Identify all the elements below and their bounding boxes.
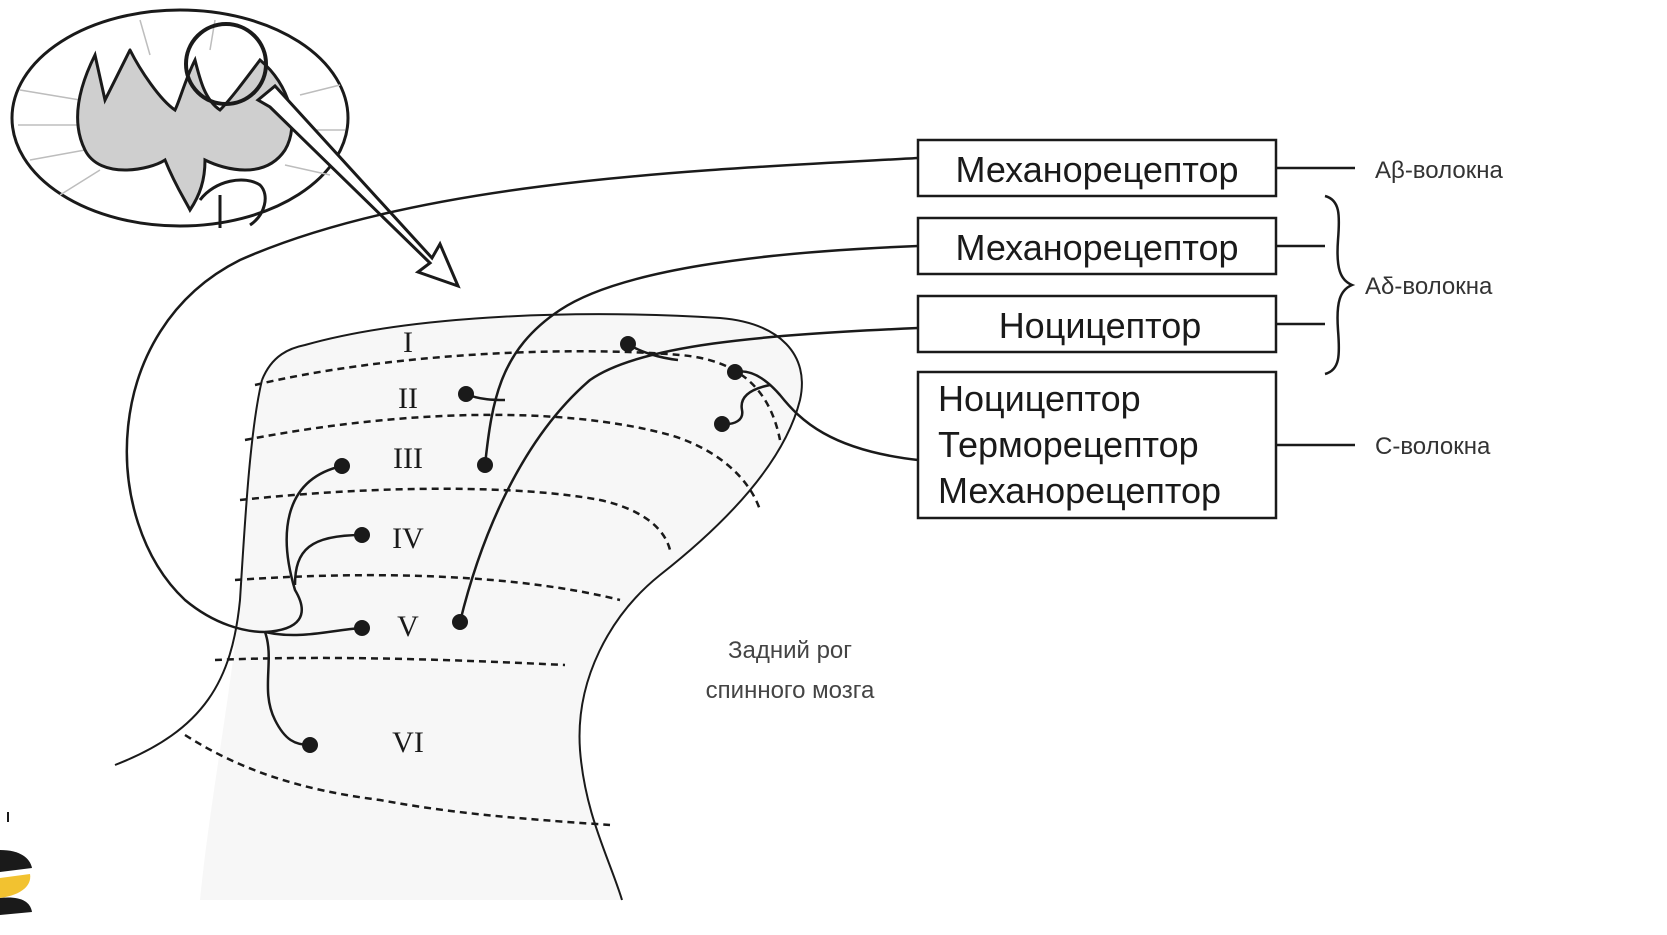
a-beta-branch-4 (293, 533, 363, 586)
region-label-line-1: Задний рог (728, 637, 852, 664)
synapse-dot-lamina-4 (354, 527, 370, 543)
fiber-connectors (1276, 166, 1356, 447)
a-beta-branch-5 (264, 626, 363, 637)
lamina-label-4: IV (392, 522, 424, 555)
synapse-dot-c-2 (714, 416, 730, 432)
lamina-labels: I II III IV V VI (392, 326, 424, 759)
lamina-label-1: I (403, 326, 413, 359)
synapse-dot-lamina-3-b (477, 457, 493, 473)
receptor-box-4-line-2: Терморецептор (938, 424, 1199, 465)
a-delta-noci-path (458, 326, 919, 623)
synapse-dot-lamina-2 (458, 386, 474, 402)
lamina-label-3: III (393, 442, 423, 475)
fiber-label-a-delta: Aδ-волокна (1365, 273, 1493, 300)
fiber-label-c: C-волокна (1375, 433, 1491, 460)
dorsal-horn-label: Задний рог спинного мозга (706, 637, 875, 704)
receptor-boxes: Механорецептор Механорецептор Ноцицептор… (916, 138, 1278, 520)
receptor-box-4: Ноцицептор Терморецептор Механорецептор (916, 370, 1278, 520)
synapse-dot-lamina-3-a (334, 458, 350, 474)
lamina-label-6: VI (392, 726, 424, 759)
receptor-box-2: Механорецептор (916, 216, 1278, 276)
a-delta-brace (1324, 194, 1356, 376)
fiber-pathways (125, 156, 919, 747)
synapse-dot-lamina-6 (302, 737, 318, 753)
synapse-dot-lamina-1 (620, 336, 636, 352)
corner-logo (0, 812, 32, 915)
lamina-label-2: II (398, 382, 418, 415)
a-beta-branch-6 (263, 631, 311, 747)
c-fiber-branch (721, 383, 771, 426)
a-delta-mechano-path (483, 244, 919, 466)
receptor-box-4-line-1: Ноцицептор (938, 378, 1141, 419)
receptor-box-3-label: Ноцицептор (999, 305, 1202, 346)
receptor-box-3: Ноцицептор (916, 294, 1278, 354)
receptor-box-2-label: Механорецептор (955, 227, 1238, 268)
synapse-dots (302, 336, 743, 753)
magnify-circle (184, 22, 268, 106)
a-beta-branch-3 (264, 464, 343, 634)
lamina-boundaries (184, 350, 782, 827)
synapse-dot-c-1 (727, 364, 743, 380)
synapse-dot-lamina-5-b (452, 614, 468, 630)
receptor-box-1: Механорецептор (916, 138, 1278, 198)
fiber-labels: Aβ-волокна Aδ-волокна C-волокна (1365, 157, 1503, 460)
magnifier-arrow (255, 83, 461, 289)
receptor-box-1-label: Механорецептор (955, 149, 1238, 190)
dorsal-horn-outline (114, 313, 803, 901)
a-beta-fiber-path (125, 156, 919, 634)
fiber-label-a-beta: Aβ-волокна (1375, 157, 1503, 184)
c-fiber-path (734, 370, 919, 462)
synapse-dot-lamina-5-a (354, 620, 370, 636)
region-label-line-2: спинного мозга (706, 677, 875, 704)
lamina-label-5: V (397, 610, 419, 643)
receptor-box-4-line-3: Механорецептор (938, 470, 1221, 511)
